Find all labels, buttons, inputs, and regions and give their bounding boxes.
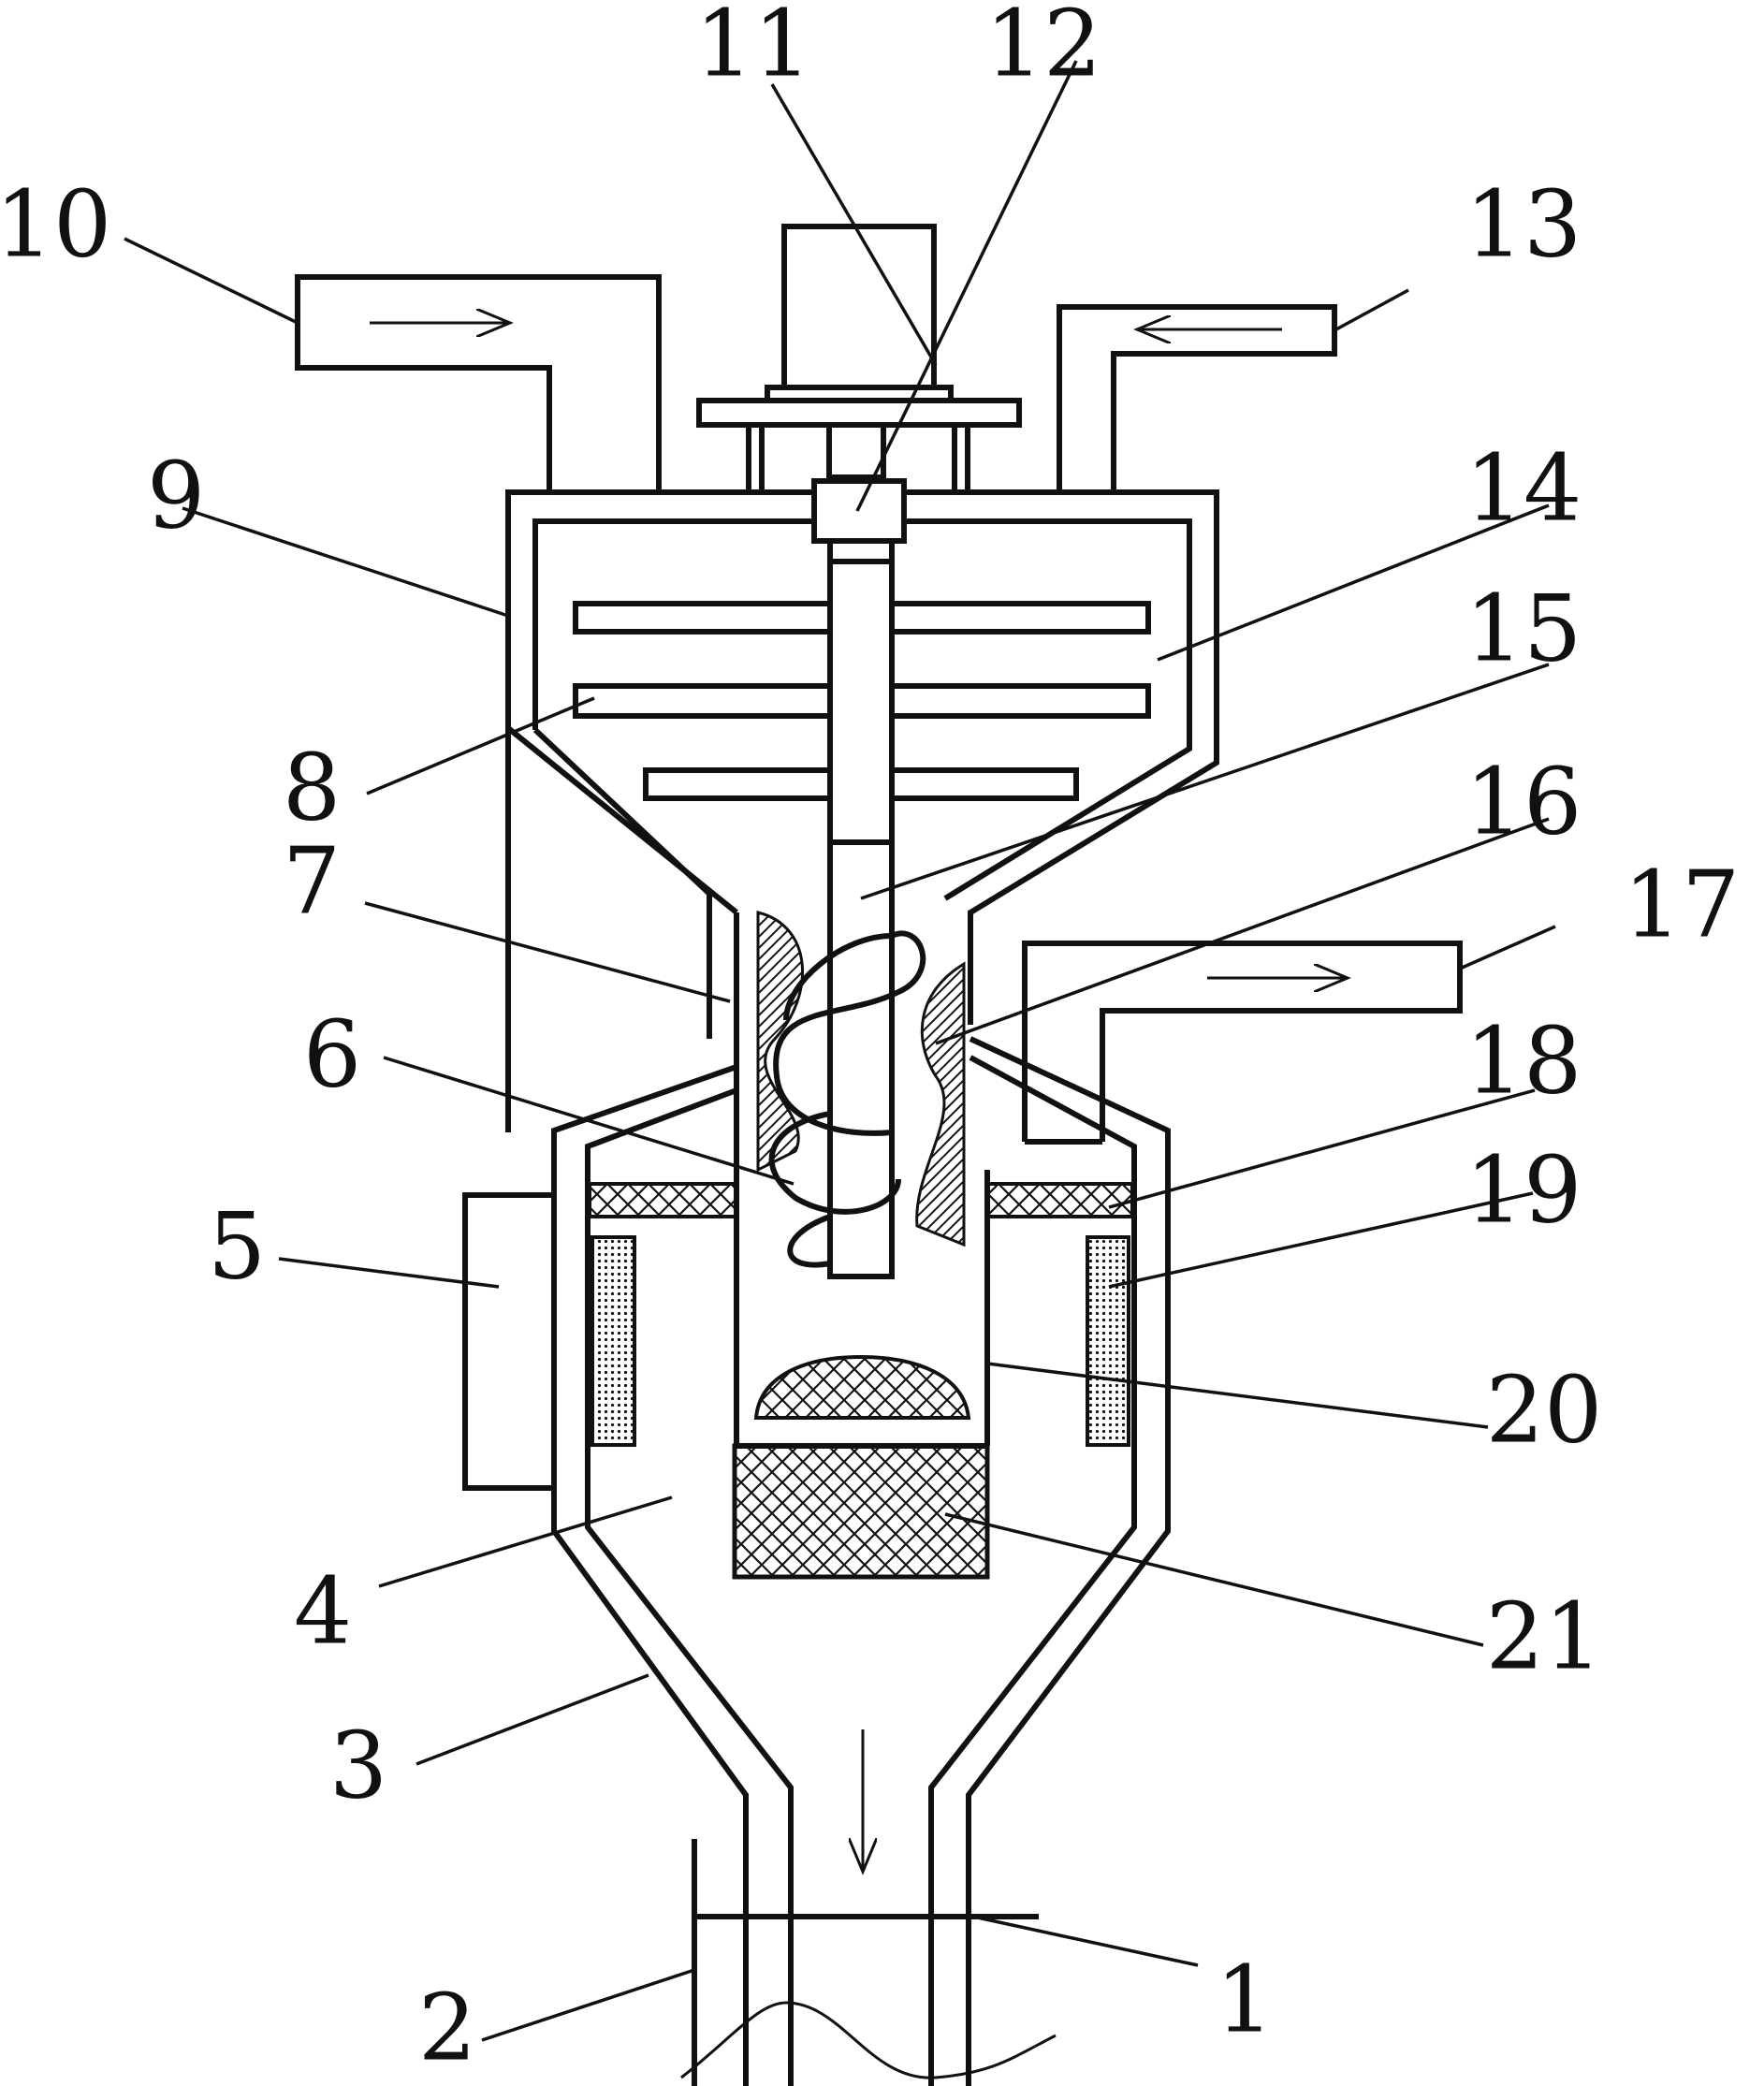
label-7: 7 [283,829,341,936]
label-19: 19 [1465,1138,1582,1245]
label-4: 4 [294,1559,352,1666]
lower-housing [551,1036,1171,2086]
upper-tank [505,489,1219,1170]
label-6: 6 [303,1002,361,1109]
heating-elements-19 [590,1235,1130,1447]
label-15: 15 [1465,576,1582,683]
valve-2 [692,1839,1039,2086]
inlet-pipe-13 [1057,304,1337,492]
label-18: 18 [1465,1009,1582,1116]
inlet-pipe-10 [295,274,662,492]
outlet-pipe-17 [1022,941,1463,1145]
label-17: 17 [1624,853,1741,959]
label-21: 21 [1486,1584,1603,1691]
label-1: 1 [1216,1947,1274,2054]
coupling-12 [811,478,907,544]
motor [696,224,1022,495]
label-2: 2 [418,1976,476,2082]
label-20: 20 [1486,1358,1603,1465]
label-8: 8 [283,736,341,842]
label-9: 9 [147,444,205,550]
label-13: 13 [1465,172,1582,279]
scrapers [756,911,966,1247]
side-box-5 [462,1192,554,1491]
label-5: 5 [208,1194,266,1301]
label-11: 11 [695,0,812,98]
leader-lines [124,60,1556,2042]
label-3: 3 [329,1714,387,1820]
label-14: 14 [1465,436,1582,543]
break-line [680,2001,1057,2079]
filter-block-21 [732,1354,990,1580]
label-10: 10 [0,172,111,279]
label-16: 16 [1465,750,1582,856]
label-12: 12 [985,0,1102,98]
stirring-blades [573,559,1151,845]
